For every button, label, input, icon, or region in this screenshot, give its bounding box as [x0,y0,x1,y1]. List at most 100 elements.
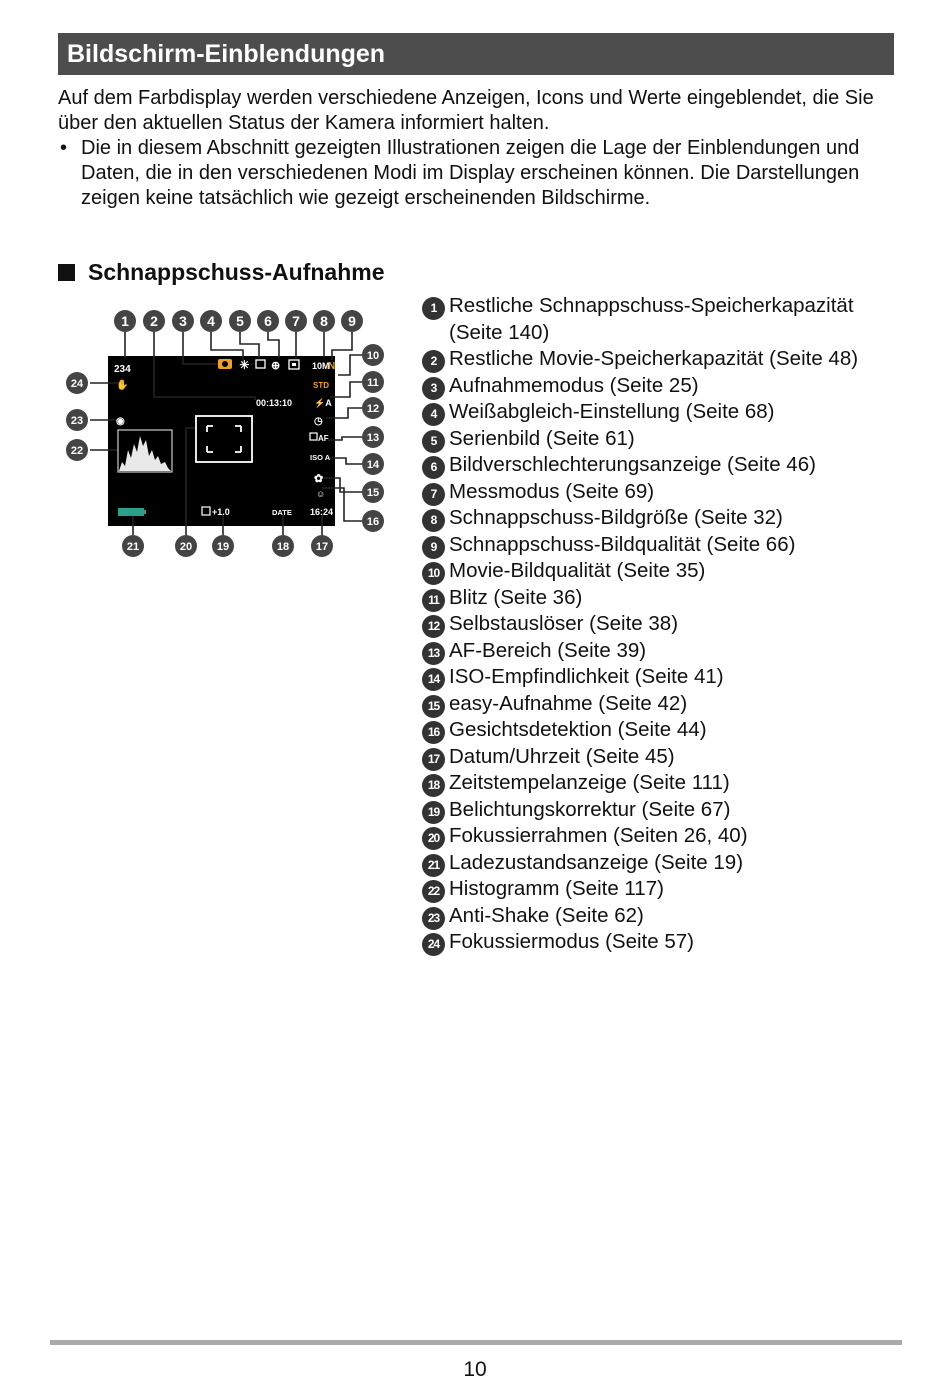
callout-11: 11 [362,371,384,393]
self-timer-icon: ◷ [314,416,323,427]
legend-text: (Seite 140) [449,320,550,344]
movie-time-remaining: 00:13:10 [256,398,292,408]
image-quality-label: N [328,361,335,372]
easy-mode-icon: ✿ [314,473,323,485]
legend-text: Restliche Schnappschuss-Speicherkapazitä… [449,294,854,317]
callout-17: 17 [311,535,333,557]
subsection-title-text: Schnappschuss-Aufnahme [88,259,385,285]
legend-number-badge: 2 [422,350,445,373]
callout-12: 12 [362,397,384,419]
lcd-screen-diagram: 234 ☀ ⊕ 10M N STD ✋ 00:13:10 ⚡A ◉ ◷ AF I… [66,310,384,557]
legend-number-badge: 5 [422,429,445,453]
svg-text:16: 16 [367,516,379,528]
callout-markers: 1 2 3 4 5 6 7 8 9 10 11 12 13 14 15 16 1… [66,310,384,557]
svg-text:2: 2 [150,313,158,329]
svg-text:4: 4 [207,313,215,329]
legend-text: Histogramm (Seite 117) [449,877,664,900]
bullet-text: Die in diesem Abschnitt gezeigten Illust… [81,137,860,209]
legend-number-badge: 3 [422,376,445,400]
date-stamp-label: DATE [272,508,292,517]
svg-text:6: 6 [264,313,272,329]
svg-text:18: 18 [277,541,289,553]
legend-text: Gesichtsdetektion (Seite 44) [449,718,707,741]
legend-number-badge: 17 [422,747,445,771]
anti-shake-icon: ◉ [116,416,125,427]
exposure-compensation: +1.0 [201,506,230,517]
intro-bullet: • Die in diesem Abschnitt gezeigten Illu… [58,136,908,211]
callout-15: 15 [362,481,384,503]
legend-text: ISO-Empfindlichkeit (Seite 41) [449,665,724,688]
legend-number-badge: 24 [422,933,445,956]
legend-text: Anti-Shake (Seite 62) [449,903,644,927]
legend-number-badge: 11 [422,588,445,612]
callout-20: 20 [175,535,197,557]
white-balance-icon: ☀ [239,358,250,372]
callout-18: 18 [272,535,294,557]
svg-text:17: 17 [316,541,328,553]
legend-text: Fokussierrahmen (Seiten 26, 40) [449,824,748,847]
legend-number-badge: 8 [422,509,445,532]
continuous-shutter-icon [255,359,266,369]
legend-number-badge: 23 [422,906,445,930]
callout-1: 1 [114,310,136,332]
square-bullet-icon [58,264,75,281]
legend-number-badge: 21 [422,853,445,877]
svg-text:9: 9 [348,313,356,329]
flash-label: ⚡A [314,397,332,409]
legend-number-badge: 14 [422,668,445,691]
legend-number-badge: 4 [422,403,445,426]
callout-5: 5 [229,310,251,332]
callout-3: 3 [172,310,194,332]
callout-9: 9 [341,310,363,332]
legend-text: Ladezustandsanzeige (Seite 19) [449,850,744,874]
leader-lines [90,332,362,535]
face-detection-icon: ☺ [316,489,325,499]
legend-text: Movie-Bildqualität (Seite 35) [449,559,706,582]
svg-text:15: 15 [367,487,379,499]
legend-text: Serienbild (Seite 61) [449,426,635,450]
svg-text:20: 20 [180,541,192,553]
callout-21: 21 [122,535,144,557]
callout-4: 4 [200,310,222,332]
callout-16: 16 [362,510,384,532]
callout-24: 24 [66,372,88,394]
legend-text: Selbstauslöser (Seite 38) [449,612,679,635]
svg-text:21: 21 [127,541,139,553]
legend-number-badge: 9 [422,535,445,559]
svg-text:7: 7 [292,313,300,329]
iso-label: ISO A [310,453,331,462]
af-area-indicator: AF [309,432,329,443]
callout-2: 2 [143,310,165,332]
intro-paragraph: Auf dem Farbdisplay werden verschiedene … [58,87,874,134]
svg-text:3: 3 [179,313,187,329]
legend-text: Belichtungskorrektur (Seite 67) [449,797,731,821]
legend-text: easy-Aufnahme (Seite 42) [449,691,688,715]
legend-number-badge: 16 [422,721,445,744]
callout-8: 8 [313,310,335,332]
svg-text:14: 14 [367,459,380,471]
callout-23: 23 [66,409,88,431]
battery-indicator [118,508,146,516]
legend-text: AF-Bereich (Seite 39) [449,638,647,662]
image-deterioration-icon: ⊕ [271,360,280,372]
legend-number-badge: 7 [422,482,445,506]
section-title: Bildschirm-Einblendungen [58,33,894,75]
focus-frame [195,415,253,463]
legend-text: Datum/Uhrzeit (Seite 45) [449,744,675,768]
legend-text: Bildverschlechterungsanzeige (Seite 46) [449,453,816,476]
